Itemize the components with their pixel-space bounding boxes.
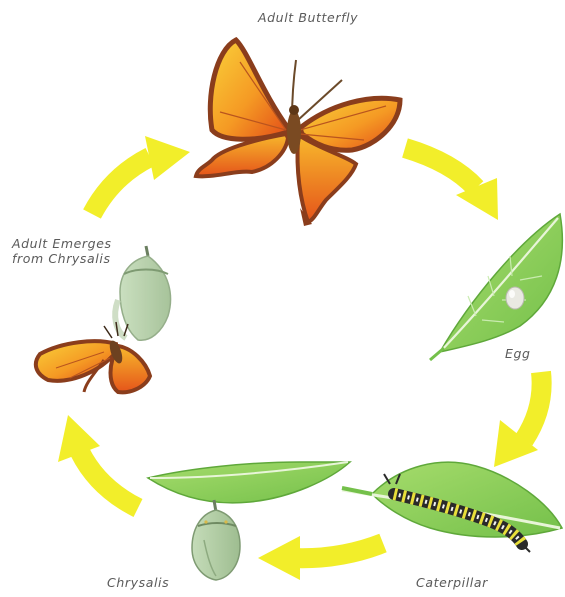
cycle-arrow-icon — [58, 415, 138, 508]
cycle-arrow-icon — [405, 148, 498, 220]
butterfly-icon — [196, 40, 400, 226]
label-adult-emerges: Adult Emerges from Chrysalis — [12, 236, 112, 266]
leaf-icon — [430, 214, 562, 360]
label-caterpillar: Caterpillar — [416, 575, 488, 590]
label-adult-emerges-line2: from Chrysalis — [12, 251, 112, 266]
label-adult-emerges-line1: Adult Emerges — [12, 236, 112, 251]
label-chrysalis: Chrysalis — [107, 575, 169, 590]
label-adult-butterfly: Adult Butterfly — [258, 10, 358, 25]
cycle-arrow-icon — [494, 372, 542, 467]
leaf-icon — [342, 462, 562, 537]
chrysalis-icon — [115, 246, 170, 340]
leaf-icon — [148, 462, 350, 503]
egg-icon — [506, 287, 524, 309]
chrysalis-icon — [192, 500, 240, 580]
label-egg: Egg — [505, 346, 531, 361]
cycle-arrow-icon — [92, 136, 190, 214]
cycle-arrow-icon — [258, 536, 383, 580]
